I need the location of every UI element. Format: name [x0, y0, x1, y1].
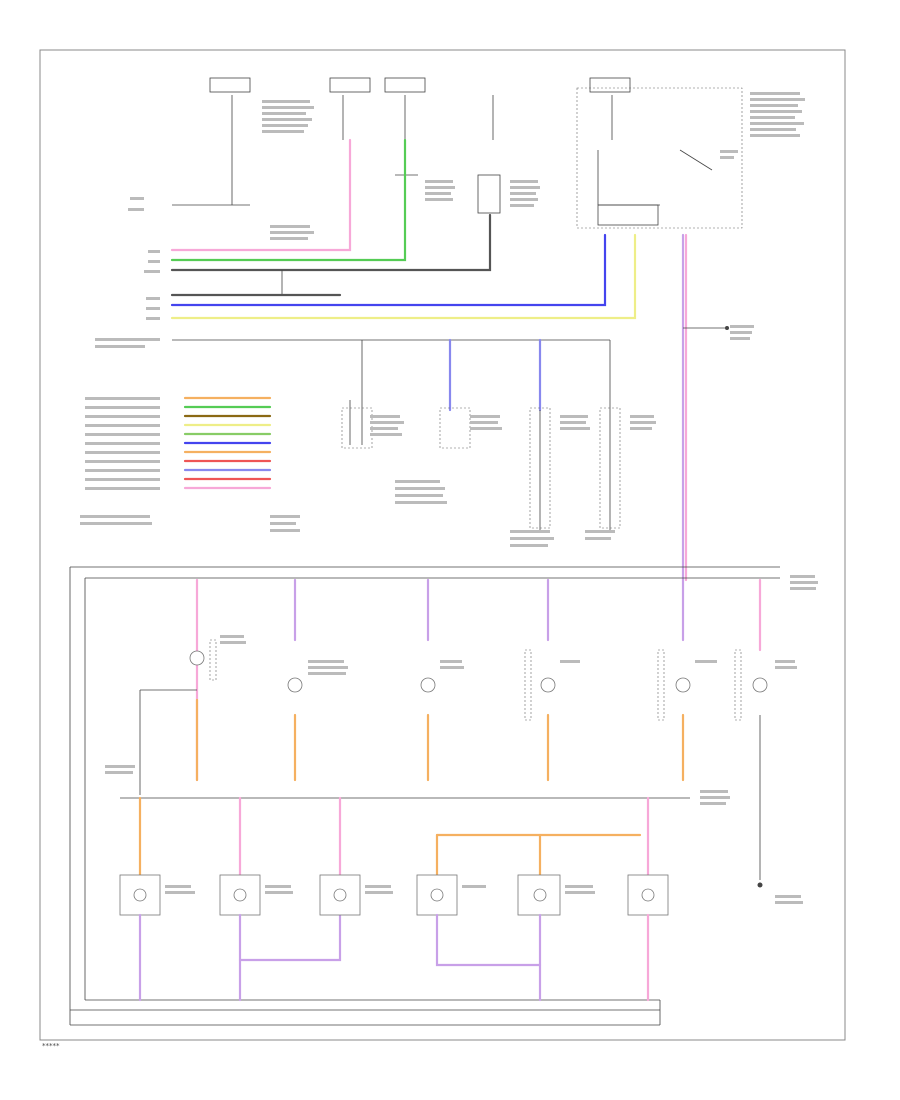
- fuse-box-1: [209, 77, 251, 93]
- lamp-5: [675, 677, 691, 693]
- fuse-box-4: [589, 77, 631, 93]
- relay-box: [576, 87, 743, 229]
- connector-c1: [477, 174, 501, 214]
- lower-labels: [105, 575, 818, 904]
- upper-lamp-row: [139, 578, 768, 888]
- diagram-frame: [39, 49, 846, 1041]
- fuse-block-group: [209, 77, 743, 229]
- relay-feed: [681, 233, 729, 582]
- lamp-4: [540, 677, 556, 693]
- lamp-3: [420, 677, 436, 693]
- module-pin-labels: [80, 397, 615, 547]
- module-output-wires: [183, 396, 272, 490]
- fuse-box-2: [329, 77, 371, 93]
- lamp-6: [752, 677, 768, 693]
- lower-connector-frame: [69, 566, 780, 1026]
- switch-3: [319, 874, 361, 916]
- left-pin-labels: [95, 197, 160, 348]
- lamp-2: [287, 677, 303, 693]
- fuse-box-3: [384, 77, 426, 93]
- lower-switch-row: [119, 796, 669, 1002]
- middle-switches: [341, 338, 656, 530]
- lamp-1: [189, 650, 205, 666]
- figure-id: *****: [42, 1042, 60, 1050]
- bus-wires: [170, 138, 637, 341]
- top-labels: [262, 92, 805, 340]
